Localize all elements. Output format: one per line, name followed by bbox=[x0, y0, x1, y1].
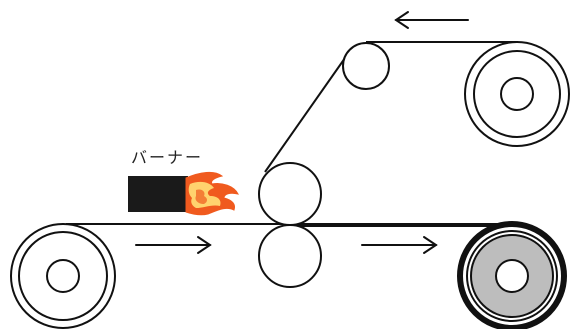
lower-nip-roll bbox=[258, 224, 322, 288]
takeup-roll bbox=[457, 221, 567, 329]
left-unwind-roll bbox=[10, 223, 116, 329]
top-film-diagonal-line bbox=[264, 57, 346, 173]
arrow-right-icon bbox=[135, 236, 212, 254]
top-right-unwind-roll bbox=[464, 41, 570, 147]
upper-nip-roll bbox=[258, 162, 322, 226]
flame-icon bbox=[185, 171, 239, 216]
burner-label: バーナー bbox=[131, 148, 203, 167]
burner: バーナー bbox=[128, 148, 239, 216]
guide-roll bbox=[342, 42, 390, 90]
burner-block bbox=[128, 176, 188, 212]
arrows bbox=[135, 11, 469, 254]
arrow-left-icon bbox=[394, 11, 469, 29]
arrow-right-icon bbox=[361, 236, 438, 254]
